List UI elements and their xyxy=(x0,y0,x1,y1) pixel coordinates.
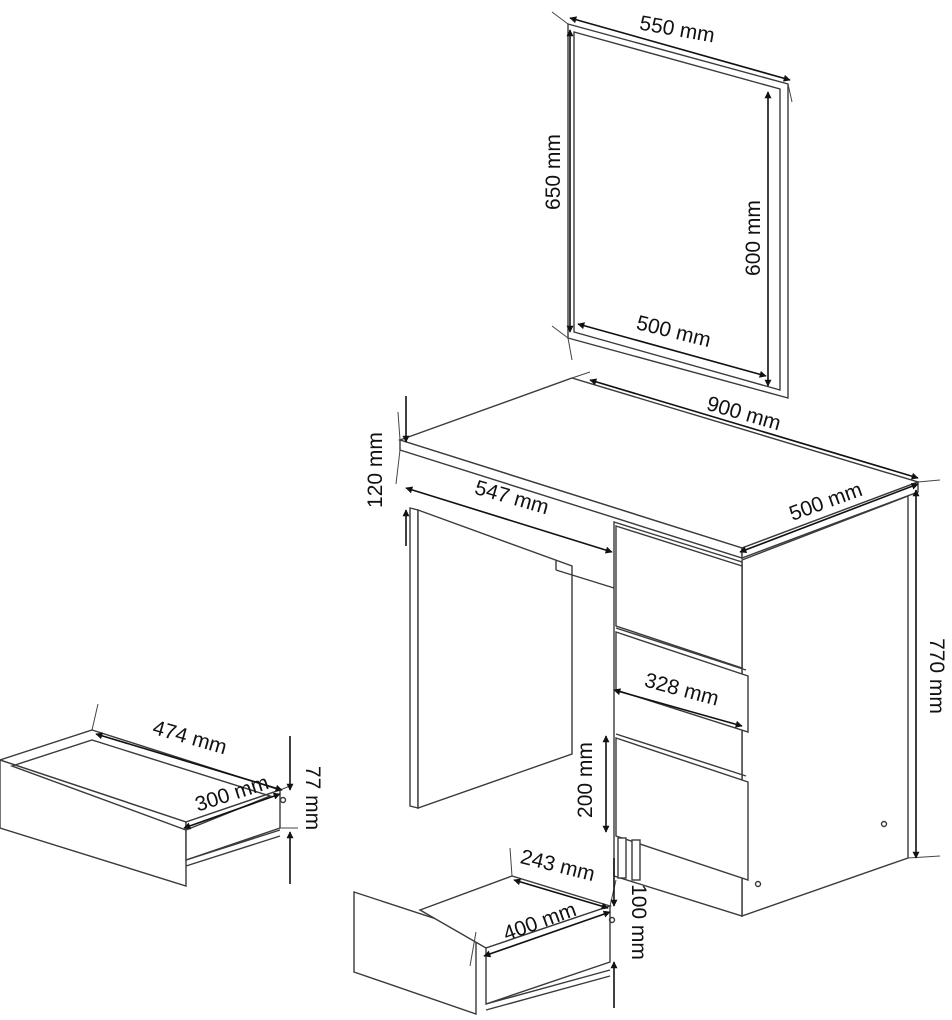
dim-line-drawer-left-depth xyxy=(183,792,281,830)
dim-line-desk-width xyxy=(589,378,919,480)
mirror: 550 mm 650 mm 600 mm 500 mm xyxy=(542,11,793,399)
dim-line-knee-width xyxy=(405,486,613,554)
dim-line-desk-depth xyxy=(739,482,919,554)
label-drawer-bottom-width: 243 mm xyxy=(518,845,597,886)
desk: 900 mm 500 mm 770 mm 120 mm 547 mm 328 m… xyxy=(364,371,948,917)
drawer-left: 474 mm 300 mm 77 mm xyxy=(0,703,324,887)
cabinet-foot-right xyxy=(631,839,641,881)
dim-line-drawer-bottom-depth xyxy=(483,910,611,958)
label-mirror-outer-width: 550 mm xyxy=(638,12,717,48)
dim-line-drawer-left-width xyxy=(95,732,283,792)
left-leg-inner xyxy=(417,509,573,809)
drawer-bottom: 243 mm 400 mm 100 mm xyxy=(353,845,650,1015)
label-drawer-front-height: 200 mm xyxy=(574,742,597,818)
drawer-left-front-panel xyxy=(0,759,187,887)
label-mirror-inner-height: 600 mm xyxy=(742,200,765,276)
dim-line-mirror-outer-width xyxy=(569,16,791,82)
dim-line-drawer-front-width xyxy=(613,688,743,728)
drawer-front-3 xyxy=(615,737,749,881)
label-top-thickness: 120 mm xyxy=(364,432,387,508)
cabinet-foot-left xyxy=(617,837,627,879)
label-drawer-bottom-height: 100 mm xyxy=(627,884,650,960)
left-leg-front xyxy=(409,507,419,809)
dim-line-mirror-inner-width xyxy=(577,322,767,378)
label-drawer-left-height: 77 mm xyxy=(301,766,324,830)
cabinet-side xyxy=(741,494,909,917)
label-mirror-outer-height: 650 mm xyxy=(542,134,565,210)
label-desk-height: 770 mm xyxy=(925,638,948,714)
dim-line-drawer-bottom-width xyxy=(513,878,609,910)
